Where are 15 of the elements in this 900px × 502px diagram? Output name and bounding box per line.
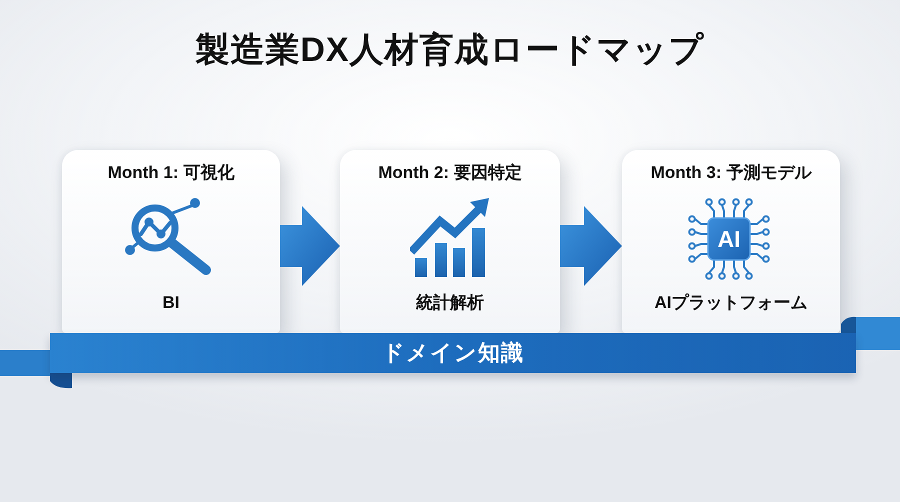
stage-heading: Month 3: 予測モデル	[650, 162, 813, 184]
block-arrow	[280, 206, 340, 286]
stage-card	[622, 150, 840, 333]
tool-label: AIプラットフォーム	[654, 292, 808, 314]
stage-card	[340, 150, 560, 333]
page-title: 製造業DX人材育成ロードマップ	[194, 30, 706, 71]
ribbon-banner	[50, 333, 856, 373]
stage-heading: Month 1: 可視化	[106, 162, 236, 184]
tool-label: BI	[162, 292, 180, 314]
stage-heading: Month 2: 要因特定	[377, 162, 523, 184]
chip-text: AI	[716, 225, 742, 254]
stage-card	[62, 150, 280, 333]
tool-label: 統計解析	[415, 292, 485, 314]
ribbon-text: ドメイン知識	[381, 339, 525, 367]
block-arrow	[560, 206, 622, 286]
